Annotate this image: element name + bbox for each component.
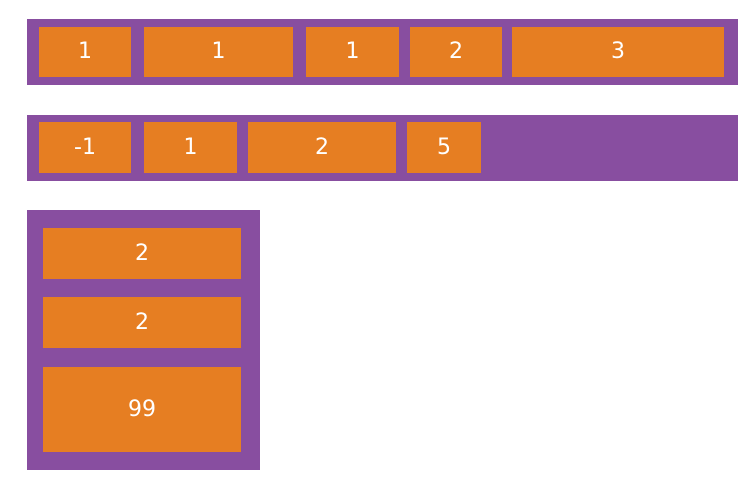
- flex-item: 2: [248, 122, 396, 173]
- flex-item: 1: [39, 27, 131, 77]
- flex-item: 99: [43, 367, 241, 452]
- flex-item: 3: [512, 27, 724, 77]
- flex-row-container-1: 1 1 1 2 3: [27, 19, 738, 85]
- flex-item: 2: [410, 27, 502, 77]
- flex-item: 2: [43, 228, 241, 279]
- flex-item: 1: [306, 27, 399, 77]
- flex-item: 1: [144, 122, 237, 173]
- flex-item: 2: [43, 297, 241, 348]
- flex-row-container-2: -1 1 2 5: [27, 115, 738, 181]
- flex-item: -1: [39, 122, 131, 173]
- flex-item: 5: [407, 122, 481, 173]
- flex-item: 1: [144, 27, 293, 77]
- flex-column-container: 2 2 99: [27, 210, 260, 470]
